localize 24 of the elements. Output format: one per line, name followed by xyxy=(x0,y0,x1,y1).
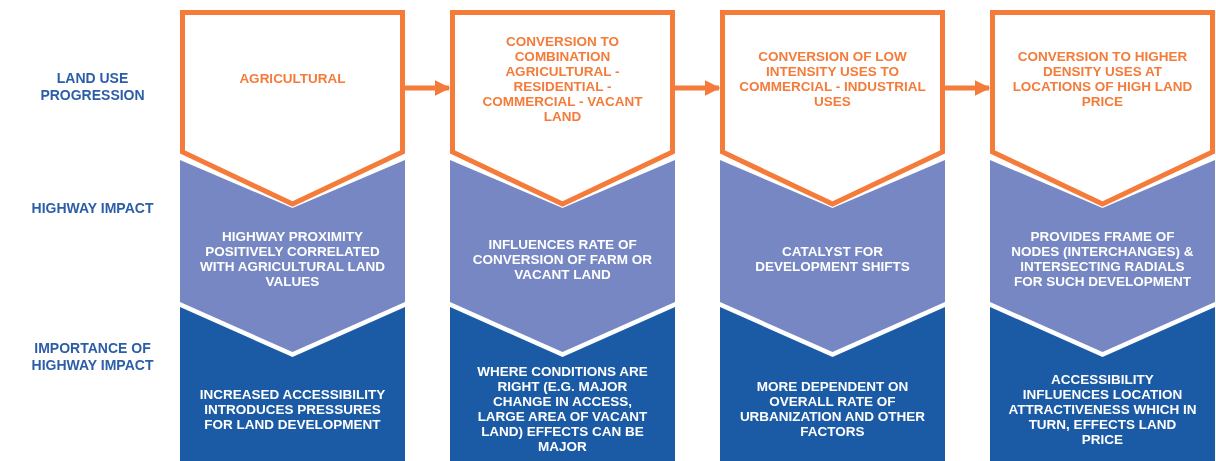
chevron-band xyxy=(720,307,945,461)
arrow xyxy=(405,80,451,96)
chevron-band xyxy=(450,307,675,461)
chevron-text: PROVIDES FRAME OF NODES (INTERCHANGES) & INTERSECTING RADIALS FOR SUCH DEVELOPMENT xyxy=(1010,229,1195,289)
chevron-text: CONVERSION TO HIGHER DENSITY USES AT LOCATIONS OF HIGH LAND PRICE xyxy=(1011,48,1194,109)
chevron-text: WHERE CONDITIONS ARE RIGHT (E.G. MAJOR CHANGE IN ACCESS, LARGE AREA OF VACANT LAND) EFFECTS CAN BE MAJOR xyxy=(476,364,649,454)
chevron-band xyxy=(990,307,1215,461)
chevron-text: CONVERSION TO COMBINATION AGRICULTURAL - RESIDENTIAL - COMMERCIAL - VACANT LAND xyxy=(481,33,644,124)
chevron-text: INCREASED ACCESSIBILITY INTRODUCES PRESSURES FOR LAND DEVELOPMENT xyxy=(198,386,387,432)
chevron-text: HIGHWAY PROXIMITY POSITIVELY CORRELATED WITH AGRICULTURAL LAND VALUES xyxy=(199,229,386,289)
chevron-text: ACCESSIBILITY INFLUENCES LOCATION ATTRACTIVENESS WHICH IN TURN, EFFECTS LAND PRICE xyxy=(1008,371,1197,447)
chevron-band xyxy=(450,160,675,352)
row-heading: IMPORTANCE OF HIGHWAY IMPACT xyxy=(30,340,155,374)
chevron-band xyxy=(180,160,405,352)
chevron-band xyxy=(180,307,405,461)
row-heading: LAND USE PROGRESSION xyxy=(39,70,146,104)
arrow xyxy=(945,80,991,96)
chevron-text: INFLUENCES RATE OF CONVERSION OF FARM OR VACANT LAND xyxy=(471,236,654,282)
row-heading: HIGHWAY IMPACT xyxy=(30,200,155,217)
chevron-text: CATALYST FOR DEVELOPMENT SHIFTS xyxy=(754,244,911,274)
chevron-band xyxy=(720,160,945,352)
arrow xyxy=(675,80,721,96)
chevron-text: CONVERSION OF LOW INTENSITY USES TO COMMERCIAL - INDUSTRIAL USES xyxy=(738,48,927,109)
chevron-text: MORE DEPENDENT ON OVERALL RATE OF URBANIZATION AND OTHER FACTORS xyxy=(738,379,927,439)
